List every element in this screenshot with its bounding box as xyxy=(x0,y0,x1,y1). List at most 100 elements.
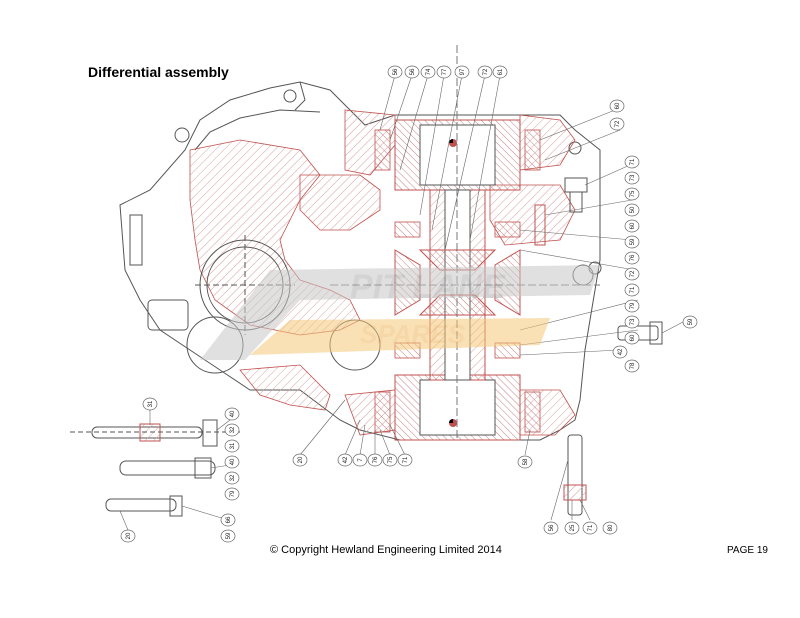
part-label: 42 xyxy=(343,456,349,463)
callout-circle xyxy=(120,529,136,543)
part-label: 66 xyxy=(226,516,232,523)
part-label: 32 xyxy=(230,426,236,433)
part-label: 71 xyxy=(588,524,594,531)
part-label: 40 xyxy=(230,458,236,465)
part-label: 56 xyxy=(393,68,399,75)
leader-lines xyxy=(119,74,684,531)
part-label: 32 xyxy=(230,474,236,481)
part-label: 25 xyxy=(570,524,576,531)
callout-circle xyxy=(624,331,640,345)
part-label: 60 xyxy=(615,102,621,109)
callout-circle xyxy=(612,345,628,359)
callout-circle xyxy=(367,453,383,467)
part-label: 60 xyxy=(630,334,636,341)
callout-circle xyxy=(582,521,598,535)
callout-circle xyxy=(682,315,698,329)
callout-circle xyxy=(224,423,240,437)
part-label: 42 xyxy=(618,348,624,355)
part-label: 79 xyxy=(630,302,636,309)
callout-circle xyxy=(624,251,640,265)
callout-circle xyxy=(492,65,508,79)
callout-circle xyxy=(352,453,368,467)
part-label: 59 xyxy=(688,318,694,325)
callout-circle xyxy=(624,187,640,201)
differential-unit xyxy=(330,45,600,441)
part-label: 20 xyxy=(126,532,132,539)
page-number: PAGE 19 xyxy=(727,545,768,556)
part-label: 31 xyxy=(148,400,154,407)
page-title: Differential assembly xyxy=(88,64,229,80)
part-label: 73 xyxy=(630,318,636,325)
centre-marks xyxy=(449,139,457,427)
bearings xyxy=(374,129,541,433)
part-label: 72 xyxy=(615,120,621,127)
part-label: 80 xyxy=(608,524,614,531)
callout-circle xyxy=(224,439,240,453)
part-label: 31 xyxy=(230,442,236,449)
callout-circle xyxy=(292,453,308,467)
part-label: 59 xyxy=(630,238,636,245)
part-label: 75 xyxy=(388,456,394,463)
callout-circle xyxy=(382,453,398,467)
callout-circle xyxy=(517,455,533,469)
callout-circle xyxy=(624,171,640,185)
callout-circle xyxy=(224,407,240,421)
part-label: 50 xyxy=(630,206,636,213)
callout-circle xyxy=(420,65,436,79)
part-label: 71 xyxy=(630,158,636,165)
callout-circle xyxy=(220,513,236,527)
callout-circle xyxy=(454,65,470,79)
callout-circle xyxy=(624,235,640,249)
part-label: 74 xyxy=(426,68,432,75)
part-label: 40 xyxy=(230,410,236,417)
callout-circle xyxy=(224,455,240,469)
exploded-bolts xyxy=(70,321,663,517)
callout-circle xyxy=(609,117,625,131)
part-label: 97 xyxy=(460,68,466,75)
part-label: 75 xyxy=(630,190,636,197)
part-label: 59 xyxy=(226,532,232,539)
part-label: 72 xyxy=(630,270,636,277)
callout-circle xyxy=(543,521,559,535)
part-label: 73 xyxy=(630,174,636,181)
callout-circle xyxy=(624,267,640,281)
callout-circle xyxy=(220,529,236,543)
callout-circle xyxy=(436,65,452,79)
watermark-text-2: SPARES xyxy=(360,319,466,349)
callout-circle xyxy=(477,65,493,79)
watermark-logo: PIT LANE SPARES xyxy=(200,265,600,360)
callout-circle xyxy=(337,453,353,467)
callout-circle xyxy=(624,315,640,329)
callout-circle xyxy=(224,471,240,485)
part-label: 79 xyxy=(230,490,236,497)
callout-circle xyxy=(624,203,640,217)
part-label: 20 xyxy=(298,456,304,463)
callout-circle xyxy=(609,99,625,113)
part-label: 7 xyxy=(358,458,364,462)
part-label: 61 xyxy=(498,68,504,75)
copyright-notice: © Copyright Hewland Engineering Limited … xyxy=(270,544,502,556)
part-label: 76 xyxy=(630,254,636,261)
part-label: 58 xyxy=(523,458,529,465)
part-label: 77 xyxy=(442,68,448,75)
callout-circle xyxy=(624,283,640,297)
callout-circle xyxy=(624,219,640,233)
callout-circle xyxy=(397,453,413,467)
callout-circle xyxy=(624,299,640,313)
part-label: 71 xyxy=(630,286,636,293)
callout-circle xyxy=(564,521,580,535)
part-label: 71 xyxy=(403,456,409,463)
callout-circle xyxy=(404,65,420,79)
part-label: 76 xyxy=(373,456,379,463)
part-label: 60 xyxy=(630,222,636,229)
callout-circle xyxy=(387,65,403,79)
callout-circle xyxy=(624,359,640,373)
part-label: 56 xyxy=(410,68,416,75)
callout-circle xyxy=(224,487,240,501)
flange-bolt xyxy=(534,177,588,246)
part-label: 78 xyxy=(630,362,636,369)
part-label: 72 xyxy=(483,68,489,75)
callout-circle xyxy=(602,521,618,535)
